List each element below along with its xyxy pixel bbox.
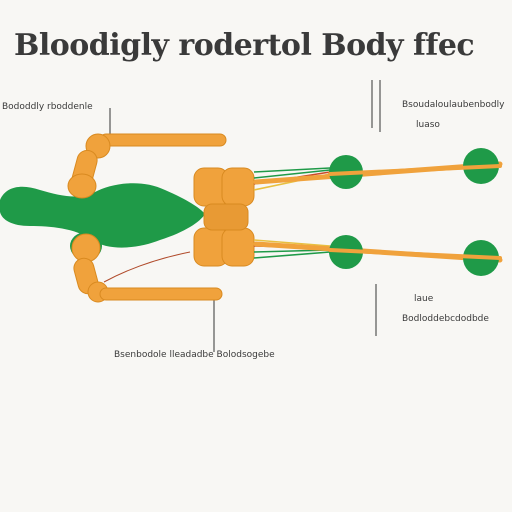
leader-lines [109, 80, 381, 352]
rods-overlay [328, 164, 502, 260]
joint-hip [71, 233, 101, 263]
central-block-middle [203, 203, 249, 231]
label-right-top-1: Bsoudaloulaubenbodly [402, 100, 505, 110]
label-right-top-2: luaso [416, 120, 440, 130]
left-green-shape [0, 183, 205, 248]
central-blocks [193, 167, 255, 267]
green-nodes [329, 148, 499, 276]
lower-arm-bottom [99, 287, 223, 301]
label-bottom-center: Bsenbodole lleadadbe Bolodsogebe [114, 350, 275, 360]
thin-red-line [103, 251, 191, 283]
label-left-top: Bododdly rboddenle [2, 102, 93, 112]
central-block-top-right [221, 167, 255, 207]
label-right-bottom-1: laue [414, 294, 434, 304]
central-block-bottom-right [221, 227, 255, 267]
label-right-bottom-2: Bodloddebcdodbde [402, 314, 489, 324]
right-rods [253, 161, 503, 263]
upper-arm-top [99, 133, 227, 147]
diagram-title: Bloodigly rodertol Body ffec [14, 28, 475, 63]
left-skeleton [67, 133, 227, 303]
joint-elbow-top [67, 173, 97, 199]
